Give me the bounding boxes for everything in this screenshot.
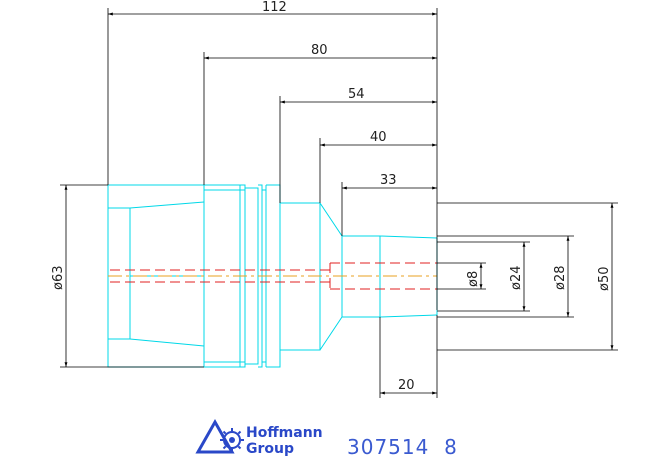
dimension-dia-24: ø24 xyxy=(437,241,530,312)
dim-label-dia-50: ø50 xyxy=(597,267,612,292)
dim-label-54: 54 xyxy=(348,87,365,102)
dimension-112: 112 xyxy=(107,0,438,310)
brand-logo: Hoffmann Group xyxy=(195,418,323,457)
logo-line-1: Hoffmann xyxy=(246,425,323,441)
dimension-40: 40 xyxy=(319,130,437,203)
dim-label-80: 80 xyxy=(311,43,328,58)
dim-label-dia-28: ø28 xyxy=(553,266,568,291)
dim-label-33: 33 xyxy=(380,173,397,188)
dim-label-112: 112 xyxy=(262,0,287,15)
dim-label-40: 40 xyxy=(370,130,387,145)
dim-label-20: 20 xyxy=(398,378,415,393)
dimension-dia-28: ø28 xyxy=(437,235,574,318)
part-number: 307514 8 xyxy=(347,435,458,459)
dimension-33: 33 xyxy=(341,173,437,236)
logo-line-2: Group xyxy=(246,441,294,457)
dimension-20: 20 xyxy=(379,315,438,398)
dim-label-dia-24: ø24 xyxy=(509,266,524,291)
hoffmann-gear-icon xyxy=(195,418,244,454)
dim-label-dia-8: ø8 xyxy=(466,271,481,287)
dimension-54: 54 xyxy=(279,87,437,203)
hidden-bore xyxy=(110,262,437,290)
dimension-dia-50: ø50 xyxy=(437,202,618,351)
dimension-dia-63: ø63 xyxy=(51,184,204,368)
dim-label-dia-63: ø63 xyxy=(51,266,66,291)
dimension-80: 80 xyxy=(203,43,437,185)
dimension-dia-8: ø8 xyxy=(437,262,486,290)
